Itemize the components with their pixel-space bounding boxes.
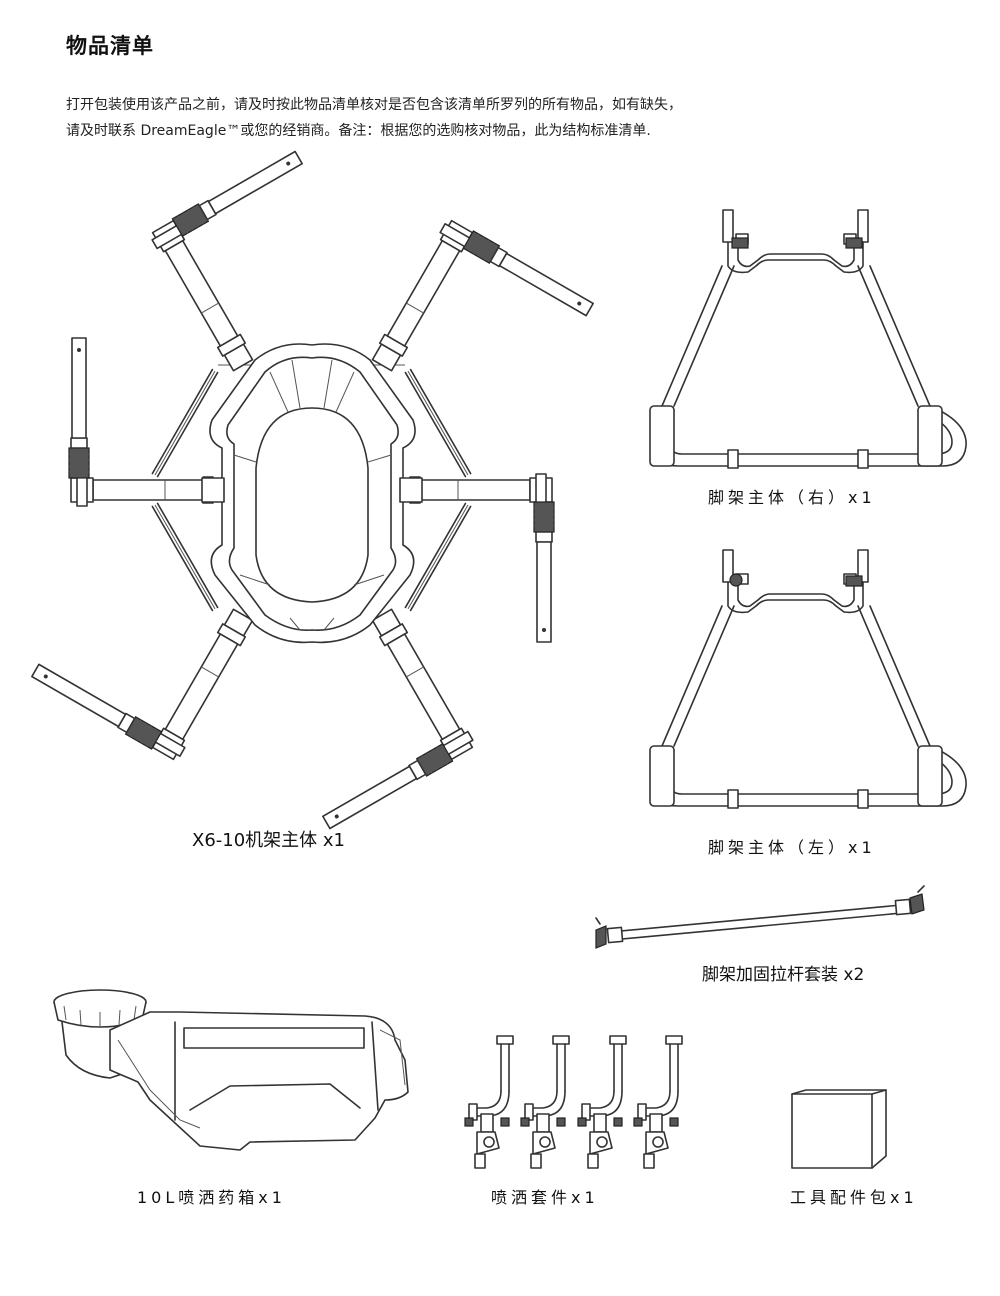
landing-gear-left-drawing <box>649 549 967 809</box>
caption-tool-kit: 工具配件包x1 <box>790 1188 918 1207</box>
tool-box-drawing <box>791 1089 887 1169</box>
caption-rod: 脚架加固拉杆套装 x2 <box>702 965 865 985</box>
spray-kit-drawing <box>464 1035 683 1169</box>
caption-frame: X6-10机架主体 x1 <box>192 830 346 851</box>
page-title: 物品清单 <box>66 34 154 58</box>
spray-tank-drawing <box>53 989 409 1151</box>
intro-line-2: 请及时联系 DreamEagle™或您的经销商。备注：根据您的选购核对物品，此为… <box>66 123 651 139</box>
caption-gear-left: 脚架主体（左）x1 <box>708 838 876 857</box>
intro-text: 打开包装使用该产品之前，请及时按此物品清单核对是否包含该清单所罗列的所有物品，如… <box>66 92 682 144</box>
intro-line-1: 打开包装使用该产品之前，请及时按此物品清单核对是否包含该清单所罗列的所有物品，如… <box>66 97 682 113</box>
caption-spray-kit: 喷洒套件x1 <box>491 1188 599 1207</box>
reinforcement-rod-drawing <box>595 885 925 949</box>
caption-tank: 10L喷洒药箱x1 <box>137 1188 286 1207</box>
landing-gear-right-drawing <box>649 209 967 469</box>
caption-gear-right: 脚架主体（右）x1 <box>708 488 876 507</box>
hexacopter-frame-drawing <box>29 148 596 832</box>
